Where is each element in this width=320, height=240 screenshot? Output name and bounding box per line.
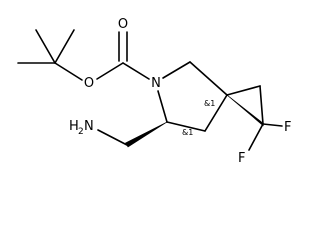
stereo-label-aminomethyl: &1 bbox=[182, 128, 193, 137]
atom-amine-group: H 2 N bbox=[69, 119, 94, 137]
atom-ester-oxygen: O bbox=[84, 76, 94, 91]
bond-oxygen-to-carbonyl bbox=[96, 62, 124, 80]
stereo-label-spiro: &1 bbox=[204, 99, 215, 108]
bond-ch2-lower-to-ch bbox=[166, 121, 206, 132]
wedge-bond-spiro-to-cf2 bbox=[226, 94, 264, 127]
atom-amine-h: H bbox=[69, 119, 79, 134]
bond-ch2-upper-to-spiro bbox=[189, 61, 228, 96]
atom-fluorine-right: F bbox=[284, 120, 291, 135]
bond-ch-to-n bbox=[157, 90, 168, 123]
bond-ch2-to-amine bbox=[97, 129, 128, 146]
bond-spiro-to-cp-ch2 bbox=[226, 85, 261, 96]
wedge-bond-ch-to-ch2 bbox=[125, 121, 168, 148]
bond-spiro-to-ch2-lower bbox=[204, 94, 228, 132]
bond-tbu-methyl-top-left bbox=[35, 29, 56, 64]
atom-fluorine-lower: F bbox=[238, 151, 245, 166]
bond-cp-ch2-to-cf2 bbox=[259, 85, 264, 125]
atom-ring-nitrogen: N bbox=[151, 76, 161, 91]
bond-n-to-ch2-upper bbox=[162, 61, 191, 79]
molecule-structure-diagram: O O N H 2 N F F &1 &1 bbox=[17, 17, 291, 166]
atom-amine-h-count: 2 bbox=[78, 127, 84, 137]
atom-amine-n: N bbox=[84, 119, 94, 134]
bond-tbu-methyl-top-right bbox=[54, 29, 75, 64]
atom-carbonyl-oxygen: O bbox=[118, 17, 128, 32]
bond-cf2-to-f-right bbox=[262, 123, 283, 127]
bond-tbu-to-oxygen bbox=[54, 62, 83, 81]
bond-carbonyl-to-nitrogen bbox=[122, 62, 150, 80]
bond-cf2-to-f-lower bbox=[248, 123, 264, 151]
